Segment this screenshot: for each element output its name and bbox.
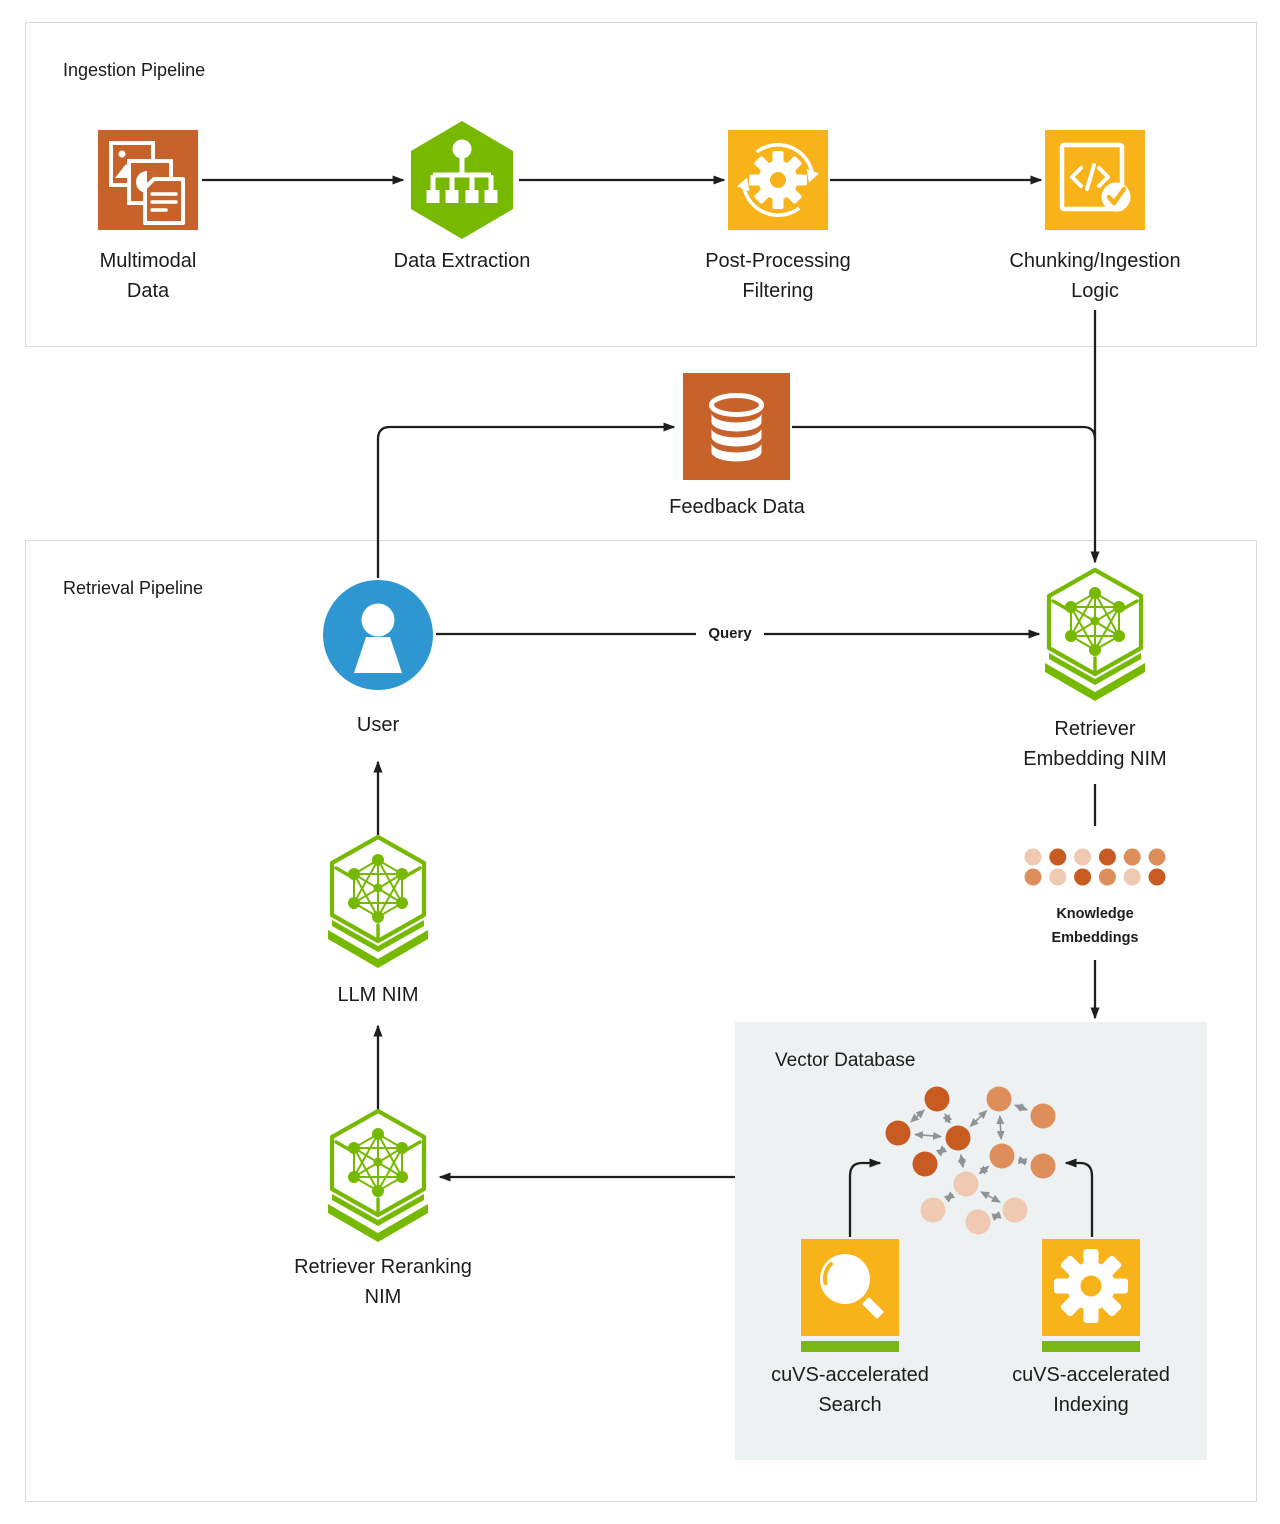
chunking-ingestion-logic-label: Chunking/Ingestion Logic	[1009, 250, 1181, 302]
search-green-bar	[801, 1341, 899, 1352]
multimodal-data-icon	[98, 130, 198, 230]
post-processing-filtering-label: Post-Processing Filtering	[705, 250, 851, 302]
cuvs-search-label: cuVS-accelerated Search	[771, 1364, 929, 1416]
retriever-reranking-nim-label: Retriever Reranking NIM	[294, 1256, 472, 1308]
multimodal-data-label: Multimodal Data	[99, 250, 197, 302]
query-label: Query	[708, 625, 752, 642]
vector-database-title: Vector Database	[775, 1050, 916, 1071]
cuvs-indexing-label: cuVS-accelerated Indexing	[1012, 1364, 1170, 1416]
user-icon	[323, 580, 433, 690]
post-processing-filtering-icon	[728, 130, 828, 230]
ingestion-pipeline-title: Ingestion Pipeline	[63, 60, 206, 80]
indexing-green-bar	[1042, 1341, 1140, 1352]
line-feedback-join	[792, 425, 1097, 440]
llm-nim-label: LLM NIM	[337, 984, 419, 1006]
retriever-embedding-nim-label: Retriever Embedding NIM	[1023, 718, 1167, 770]
knowledge-embeddings-label: Knowledge Embeddings	[1051, 906, 1139, 946]
magnifier-icon	[801, 1239, 899, 1336]
retriever-embedding-nim-icon	[1040, 566, 1150, 701]
llm-nim-icon	[323, 833, 433, 968]
gear-icon	[1042, 1239, 1140, 1336]
chunking-ingestion-logic-icon	[1045, 130, 1145, 230]
retriever-reranking-nim-icon	[323, 1107, 433, 1242]
feedback-data-label: Feedback Data	[669, 496, 805, 518]
data-extraction-label: Data Extraction	[393, 250, 531, 272]
data-extraction-icon	[406, 118, 518, 242]
retrieval-pipeline-title: Retrieval Pipeline	[63, 578, 204, 598]
user-label: User	[356, 714, 400, 736]
database-icon	[683, 373, 790, 480]
